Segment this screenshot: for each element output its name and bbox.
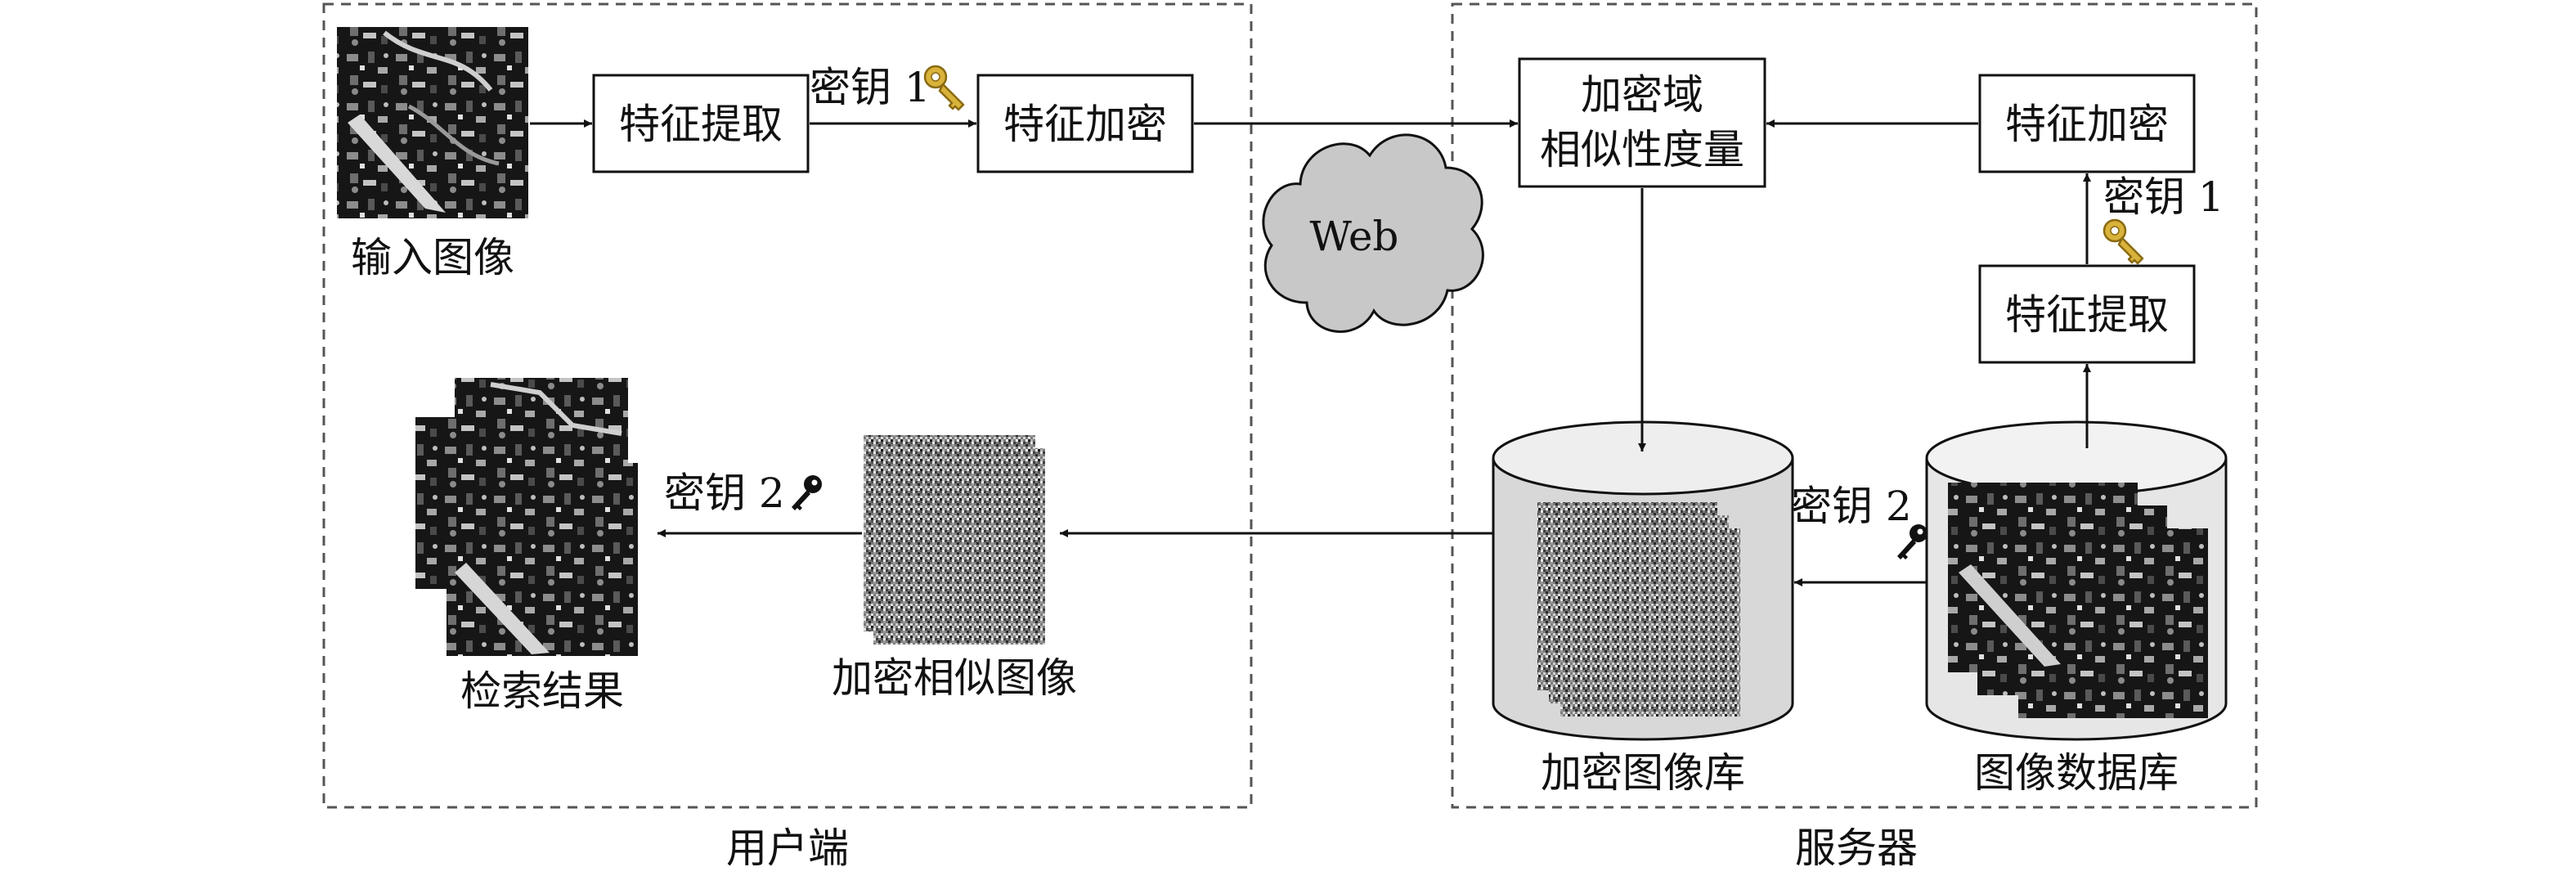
feature-encryption-server-label: 特征加密 bbox=[2005, 101, 2169, 148]
retrieval-results bbox=[415, 378, 638, 656]
feature-extraction-user-label: 特征提取 bbox=[619, 101, 783, 148]
server-region-label: 服务器 bbox=[1795, 824, 1918, 872]
web-cloud: Web bbox=[1262, 133, 1484, 333]
encrypted-image-db bbox=[1492, 420, 1794, 741]
key1-server-icon bbox=[2103, 218, 2144, 265]
encrypted-similar-images bbox=[864, 435, 1045, 645]
input-image-label: 输入图像 bbox=[351, 234, 514, 281]
retrieval-results-label: 检索结果 bbox=[460, 667, 624, 715]
encrypted-similarity-measure: 加密域 相似性度量 bbox=[1518, 57, 1766, 188]
input-image-thumbnail bbox=[337, 27, 528, 218]
feature-extraction-server-label: 特征提取 bbox=[2005, 291, 2169, 339]
web-label: Web bbox=[1310, 213, 1399, 260]
feature-extraction-server: 特征提取 bbox=[1978, 264, 2196, 364]
image-db-label: 图像数据库 bbox=[1974, 749, 2179, 797]
user-region-frame bbox=[322, 2, 1253, 809]
feature-extraction-user: 特征提取 bbox=[592, 74, 810, 173]
feature-encryption-user-label: 特征加密 bbox=[1003, 101, 1167, 148]
similarity-line2: 相似性度量 bbox=[1540, 126, 1744, 173]
key2-server-label: 密钥 2 bbox=[1791, 483, 1912, 530]
feature-encryption-server: 特征加密 bbox=[1978, 74, 2196, 173]
user-region-label: 用户端 bbox=[726, 824, 849, 872]
key2-user-icon bbox=[792, 475, 822, 510]
key1-user-label: 密钥 1 bbox=[810, 64, 931, 111]
feature-encryption-user: 特征加密 bbox=[976, 74, 1194, 173]
key1-server-label: 密钥 1 bbox=[2103, 173, 2224, 221]
encrypted-image-db-label: 加密图像库 bbox=[1541, 749, 1745, 797]
similarity-line1: 加密域 bbox=[1581, 71, 1703, 119]
key2-user-label: 密钥 2 bbox=[664, 469, 785, 517]
key1-user-icon bbox=[923, 65, 965, 111]
server-region-frame bbox=[1451, 2, 2258, 809]
image-db bbox=[1925, 420, 2228, 741]
encrypted-similar-label: 加密相似图像 bbox=[832, 654, 1077, 702]
